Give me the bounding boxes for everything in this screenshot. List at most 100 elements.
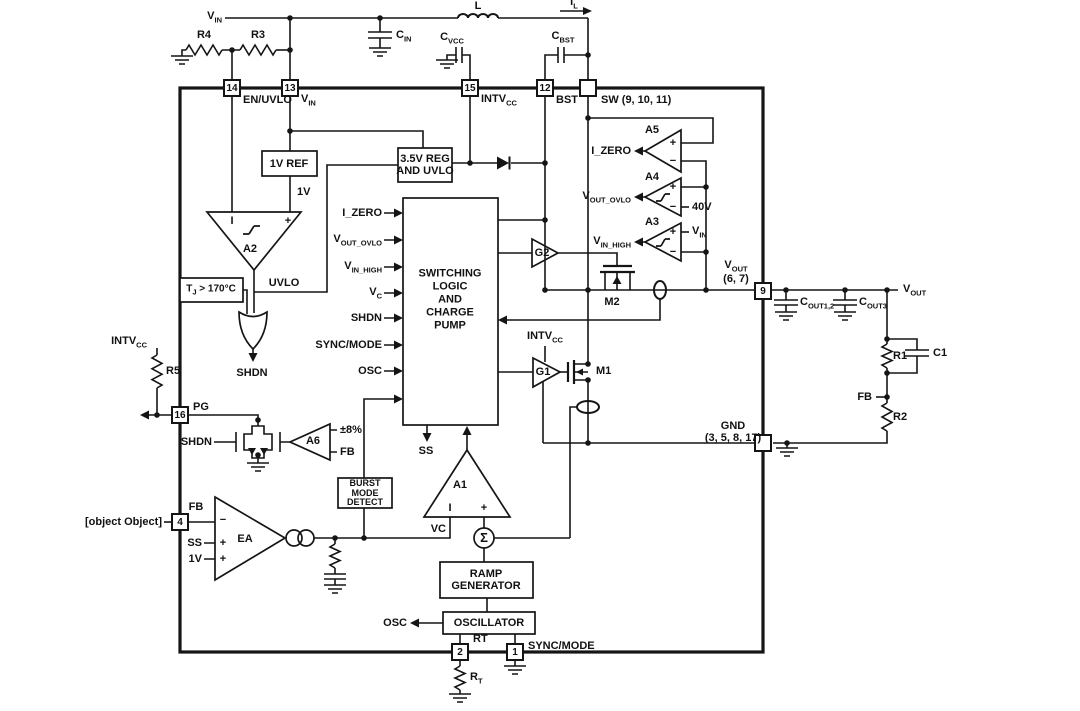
intvcc-g1-label: INTVCC bbox=[527, 330, 563, 345]
a5-plus: + bbox=[669, 137, 677, 149]
a1-minus: I bbox=[448, 502, 452, 514]
wire-set bbox=[143, 10, 929, 694]
a6-label: A6 bbox=[305, 435, 321, 447]
pin-4-name-inside: FB bbox=[188, 501, 204, 513]
pin-2-name: RT bbox=[473, 633, 488, 645]
g1-label: G1 bbox=[535, 366, 551, 378]
block-switching-logic bbox=[402, 197, 499, 426]
cvcc-label: CVCC bbox=[440, 31, 464, 46]
osc-out-label: OSC bbox=[383, 617, 407, 629]
current-sense-m1 bbox=[576, 400, 600, 414]
block-1v-ref-label: 1V REF bbox=[269, 158, 309, 170]
r1-label: R1 bbox=[893, 350, 908, 362]
pin-13-name: VIN bbox=[301, 93, 316, 108]
logic-in-shdn: SHDN bbox=[350, 312, 382, 324]
vout-right-label: VOUT bbox=[903, 283, 927, 298]
block-35v-reg bbox=[397, 147, 453, 183]
pm8-label: ±8% bbox=[340, 424, 362, 436]
pg-fet-pair bbox=[243, 425, 273, 459]
inductor-L bbox=[457, 13, 499, 19]
or-gate-shdn bbox=[238, 310, 268, 351]
resistor-RT bbox=[453, 665, 467, 691]
sigma-symbol: Σ bbox=[480, 530, 488, 545]
vin-label: VIN bbox=[207, 10, 222, 25]
hysteresis-a4 bbox=[656, 193, 670, 202]
pin-13 bbox=[281, 79, 299, 97]
buffer-G2 bbox=[531, 237, 560, 269]
function-blocks bbox=[179, 147, 536, 635]
pin-gnd bbox=[754, 434, 772, 452]
cout3-label: COUT3 bbox=[859, 296, 887, 311]
r3-label: R3 bbox=[250, 29, 266, 41]
hysteresis-a2 bbox=[243, 225, 260, 235]
resistor-R3 bbox=[239, 43, 277, 57]
pin-gnd-name2: (3, 5, 8, 17) bbox=[704, 432, 762, 444]
capacitor-COUT12 bbox=[774, 290, 798, 312]
m1-body-arrow bbox=[576, 368, 583, 376]
fb-ext-label: [object Object] bbox=[84, 516, 162, 528]
gm-symbol bbox=[285, 529, 303, 547]
pin-sw bbox=[579, 79, 597, 97]
a4-minus: − bbox=[669, 201, 677, 213]
block-tj-label: TJ > 170°C bbox=[186, 283, 236, 297]
r4-label: R4 bbox=[196, 29, 212, 41]
pin-2 bbox=[451, 643, 469, 661]
pin-15 bbox=[461, 79, 479, 97]
rt-resistor-label: RT bbox=[470, 671, 483, 686]
pin-15-number: 15 bbox=[464, 82, 476, 94]
pin-4-number: 4 bbox=[177, 516, 183, 528]
comparator-A6 bbox=[287, 422, 331, 462]
ref-1v-label: 1V bbox=[297, 186, 311, 198]
shdn-fet-label: SHDN bbox=[180, 436, 212, 448]
intvcc-left-label: INTVCC bbox=[111, 335, 147, 350]
pin-9-number: 9 bbox=[760, 285, 766, 297]
block-ramp-generator bbox=[439, 561, 534, 599]
pin-9 bbox=[754, 282, 772, 300]
summing-node bbox=[473, 527, 495, 549]
ss-ea-label: SS bbox=[187, 537, 202, 549]
fb-divider-label: FB bbox=[857, 391, 872, 403]
pin-15-name: INTVCC bbox=[481, 93, 517, 108]
compensation-capacitor bbox=[324, 568, 346, 585]
ea-label: EA bbox=[237, 533, 253, 545]
block-logic-label: SWITCHING LOGIC AND CHARGE PUMP bbox=[418, 267, 482, 332]
resistor-R5 bbox=[150, 354, 164, 389]
resistor-R4 bbox=[185, 43, 223, 57]
a3-label: A3 bbox=[644, 216, 660, 228]
pin-1-name: SYNC/MODE bbox=[528, 640, 595, 652]
diode-intvcc-bst bbox=[497, 156, 511, 170]
cbst-label: CBST bbox=[551, 30, 575, 45]
pin-9-name: VOUT bbox=[724, 259, 748, 274]
logic-in-vc: VC bbox=[369, 286, 382, 301]
comparator-A4 bbox=[643, 176, 682, 218]
gm-symbol bbox=[297, 529, 315, 547]
inductor-label: L bbox=[474, 0, 482, 12]
pin-14-number: 14 bbox=[226, 82, 238, 94]
cout12-label: COUT1,2 bbox=[800, 296, 835, 311]
block-ramp-label: RAMP GENERATOR bbox=[451, 568, 521, 592]
a1-plus: + bbox=[480, 502, 488, 514]
block-1v-ref bbox=[261, 150, 318, 177]
c1-label: C1 bbox=[933, 347, 948, 359]
il-label: IL bbox=[570, 0, 578, 11]
vout-ovlo-out-label: VOUT_OVLO bbox=[582, 190, 631, 205]
pin-4 bbox=[171, 513, 189, 531]
pin-12-number: 12 bbox=[539, 82, 551, 94]
junction-dots bbox=[154, 15, 890, 541]
resistor-R2 bbox=[880, 402, 894, 432]
pin-13-number: 13 bbox=[284, 82, 296, 94]
pin-gnd-name: GND bbox=[720, 420, 746, 432]
pin-12-name: BST bbox=[556, 94, 578, 106]
capacitor-C1 bbox=[887, 338, 929, 374]
pin-1 bbox=[506, 643, 524, 661]
comparator-A3 bbox=[643, 221, 682, 263]
a1-label: A1 bbox=[452, 479, 468, 491]
pin-16-number: 16 bbox=[174, 409, 186, 421]
capacitor-COUT3 bbox=[833, 290, 857, 312]
m2-body-arrow bbox=[612, 276, 622, 284]
ea-plus2: + bbox=[219, 553, 227, 565]
ea-plus1: + bbox=[219, 537, 227, 549]
pin-1-number: 1 bbox=[512, 646, 518, 658]
comparator-A2 bbox=[205, 211, 303, 272]
